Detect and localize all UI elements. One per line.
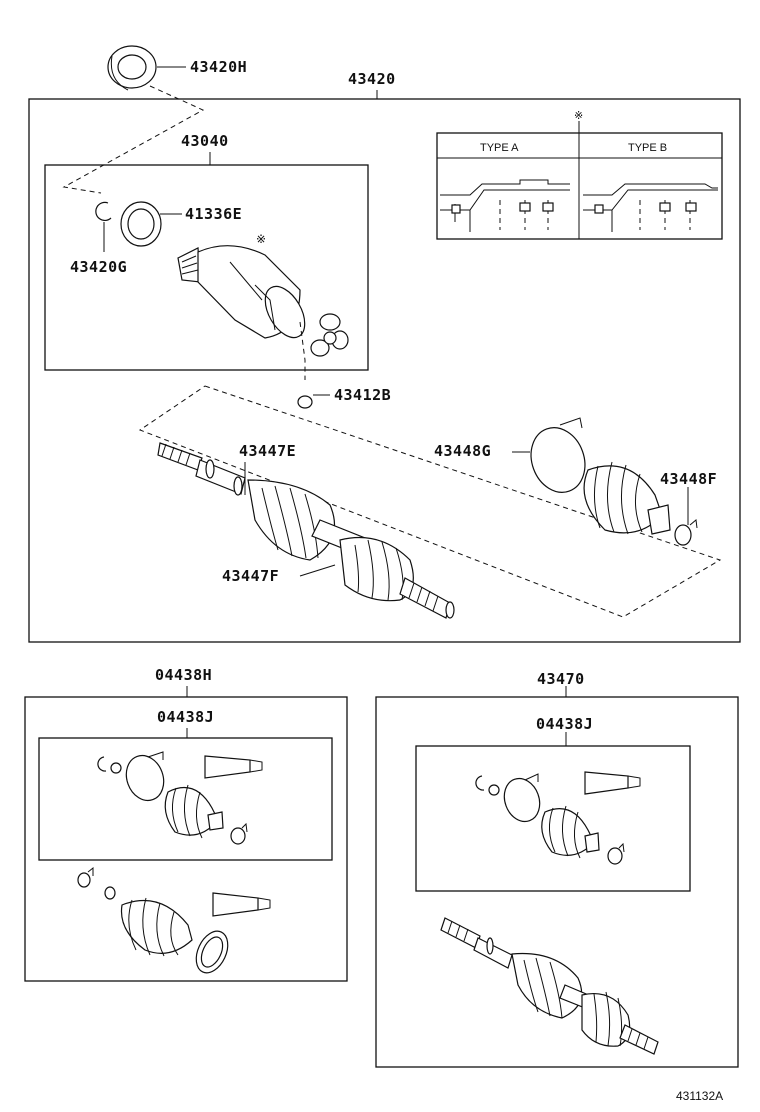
part-43420H-seal — [107, 45, 157, 91]
box-04438J-left — [38, 737, 333, 861]
figure-code: 431132A — [676, 1089, 723, 1103]
part-tripod-spider — [310, 313, 349, 357]
label-04438J-left: 04438J — [157, 708, 214, 726]
part-43412B-ring — [297, 395, 313, 409]
label-04438H: 04438H — [155, 666, 212, 684]
label-04438J-right: 04438J — [536, 715, 593, 733]
label-43448F: 43448F — [660, 470, 717, 488]
label-43470: 43470 — [537, 670, 585, 688]
part-41336E-ring — [120, 201, 162, 247]
label-43420H: 43420H — [190, 58, 247, 76]
label-43420: 43420 — [348, 70, 396, 88]
box-04438H — [24, 696, 348, 982]
label-43420G: 43420G — [70, 258, 127, 276]
part-drive-shaft-assembly-43470 — [440, 917, 659, 1055]
box-04438J-right — [415, 745, 691, 892]
kit-contents-right — [475, 771, 641, 865]
type-a-label: TYPE A — [480, 142, 519, 154]
asterisk-mark: ※ — [256, 232, 266, 246]
box-43040 — [44, 164, 369, 371]
label-41336E: 41336E — [185, 205, 242, 223]
part-43448F-clamp — [674, 519, 698, 546]
kit-contents-left-inner — [97, 751, 263, 845]
part-outboard-joint-housing — [177, 245, 306, 339]
label-43448G: 43448G — [434, 442, 491, 460]
inset-type-a-b: ※ TYPE A TYPE B — [436, 110, 723, 240]
part-separate-boot — [583, 461, 671, 535]
inset-mark: ※ — [574, 110, 583, 122]
part-drive-shaft-assembly — [157, 442, 455, 619]
label-43040: 43040 — [181, 132, 229, 150]
box-43470 — [375, 696, 739, 1068]
kit-contents-left-outer — [77, 866, 271, 974]
box-43420 — [28, 98, 741, 643]
type-b-label: TYPE B — [628, 142, 667, 154]
part-43448G-band-clamp — [530, 417, 586, 493]
part-43420G-snap-ring — [95, 201, 112, 222]
label-43412B: 43412B — [334, 386, 391, 404]
label-43447F: 43447F — [222, 567, 279, 585]
label-43447E: 43447E — [239, 442, 296, 460]
